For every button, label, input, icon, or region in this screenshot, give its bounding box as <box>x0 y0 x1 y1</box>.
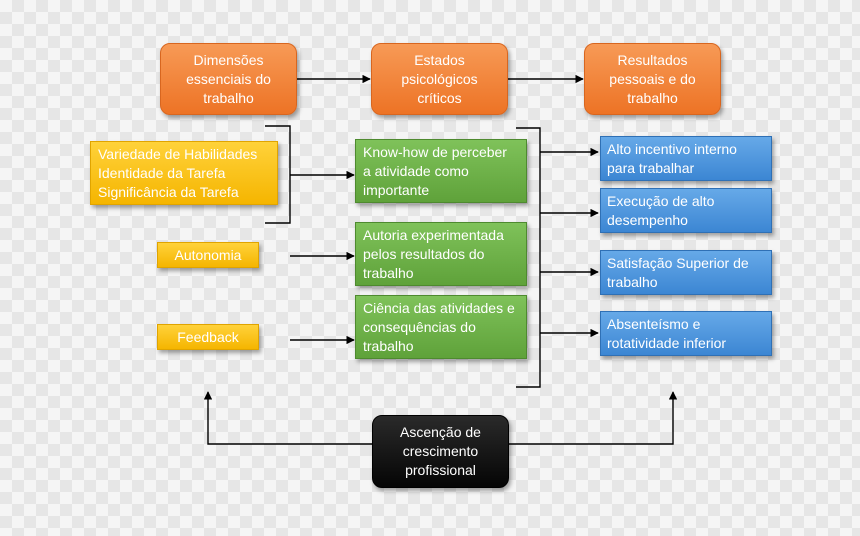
state-knowhow: Know-how de perceber a atividade como im… <box>355 139 527 203</box>
header-dimensoes: Dimensões essenciais do trabalho <box>160 43 297 115</box>
outcome-performance: Execução de alto desempenho <box>600 188 772 233</box>
dimension-feedback: Feedback <box>157 324 259 350</box>
state-authorship: Autoria experimentada pelos resultados d… <box>355 222 527 286</box>
outcome-motivation: Alto incentivo interno para trabalhar <box>600 136 772 181</box>
state-awareness-label: Ciência das atividades e consequências d… <box>363 299 515 354</box>
dimension-feedback-label: Feedback <box>177 328 239 345</box>
header-dimensoes-label: Dimensões essenciais do trabalho <box>186 51 271 106</box>
dimension-skills: Variedade de Habilidades Identidade da T… <box>90 141 278 205</box>
header-estados-label: Estados psicológicos críticos <box>401 51 478 106</box>
outcome-motivation-label: Alto incentivo interno para trabalhar <box>607 140 737 176</box>
dimension-autonomy-label: Autonomia <box>174 246 242 263</box>
state-awareness: Ciência das atividades e consequências d… <box>355 295 527 359</box>
header-resultados-label: Resultados pessoais e do trabalho <box>609 51 696 106</box>
state-authorship-label: Autoria experimentada pelos resultados d… <box>363 226 504 281</box>
outcome-absenteeism: Absenteísmo e rotatividade inferior <box>600 311 772 356</box>
growth-need-label: Ascenção de crescimento profissional <box>400 424 481 478</box>
outcome-performance-label: Execução de alto desempenho <box>607 192 715 228</box>
outcome-satisfaction: Satisfação Superior de trabalho <box>600 250 772 295</box>
outcome-absenteeism-label: Absenteísmo e rotatividade inferior <box>607 315 727 351</box>
loop-growth-right <box>508 391 678 445</box>
outcome-satisfaction-label: Satisfação Superior de trabalho <box>607 254 749 290</box>
dimension-skills-label: Variedade de Habilidades Identidade da T… <box>98 145 258 200</box>
header-estados: Estados psicológicos críticos <box>371 43 508 115</box>
growth-need-box: Ascenção de crescimento profissional <box>372 415 509 488</box>
header-resultados: Resultados pessoais e do trabalho <box>584 43 721 115</box>
bracket-states <box>516 127 541 388</box>
dimension-autonomy: Autonomia <box>157 242 259 268</box>
loop-growth-left <box>203 391 373 445</box>
state-knowhow-label: Know-how de perceber a atividade como im… <box>363 143 507 198</box>
